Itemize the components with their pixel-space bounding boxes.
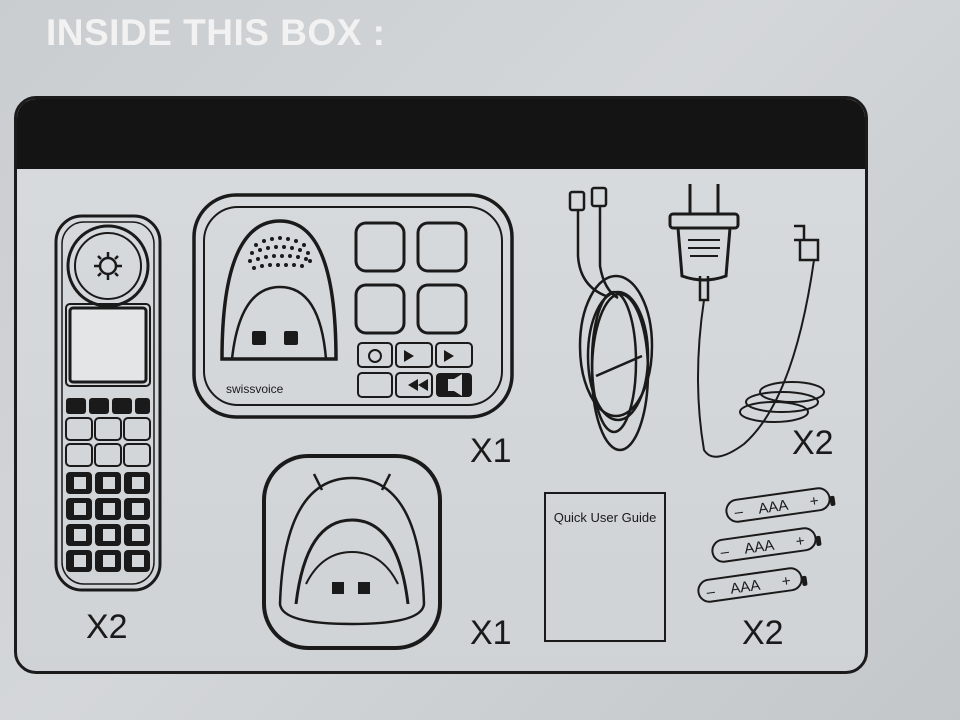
handset-quantity: X2: [86, 608, 128, 646]
phone-cable-illustration: [568, 186, 654, 452]
base-station-quantity: X1: [470, 432, 512, 470]
power-adapter-quantity: X2: [792, 424, 834, 462]
power-adapter-illustration: [668, 184, 825, 458]
battery-1-plus: +: [809, 492, 820, 510]
battery-2-label: AAA: [743, 537, 775, 558]
battery-3-minus: –: [705, 583, 716, 601]
base-station-illustration: swissvoice: [192, 193, 514, 419]
battery-2-minus: –: [719, 543, 730, 561]
handset-illustration: [54, 214, 162, 592]
battery-1-label: AAA: [757, 497, 789, 518]
header-title: INSIDE THIS BOX :: [46, 12, 386, 53]
battery-3-label: AAA: [729, 577, 761, 598]
quick-user-guide: Quick User Guide: [544, 492, 666, 642]
batteries-quantity: X2: [742, 614, 784, 652]
base-brand-label: swissvoice: [226, 382, 284, 396]
battery-3-plus: +: [781, 572, 792, 590]
battery-1-minus: –: [733, 503, 744, 521]
charger-quantity: X1: [470, 614, 512, 652]
battery-2-plus: +: [795, 532, 806, 550]
batteries-illustration: – AAA + – AAA + – AAA +: [697, 487, 836, 603]
charger-illustration: [262, 454, 442, 650]
guide-title: Quick User Guide: [553, 510, 657, 525]
header-band: [17, 99, 865, 169]
